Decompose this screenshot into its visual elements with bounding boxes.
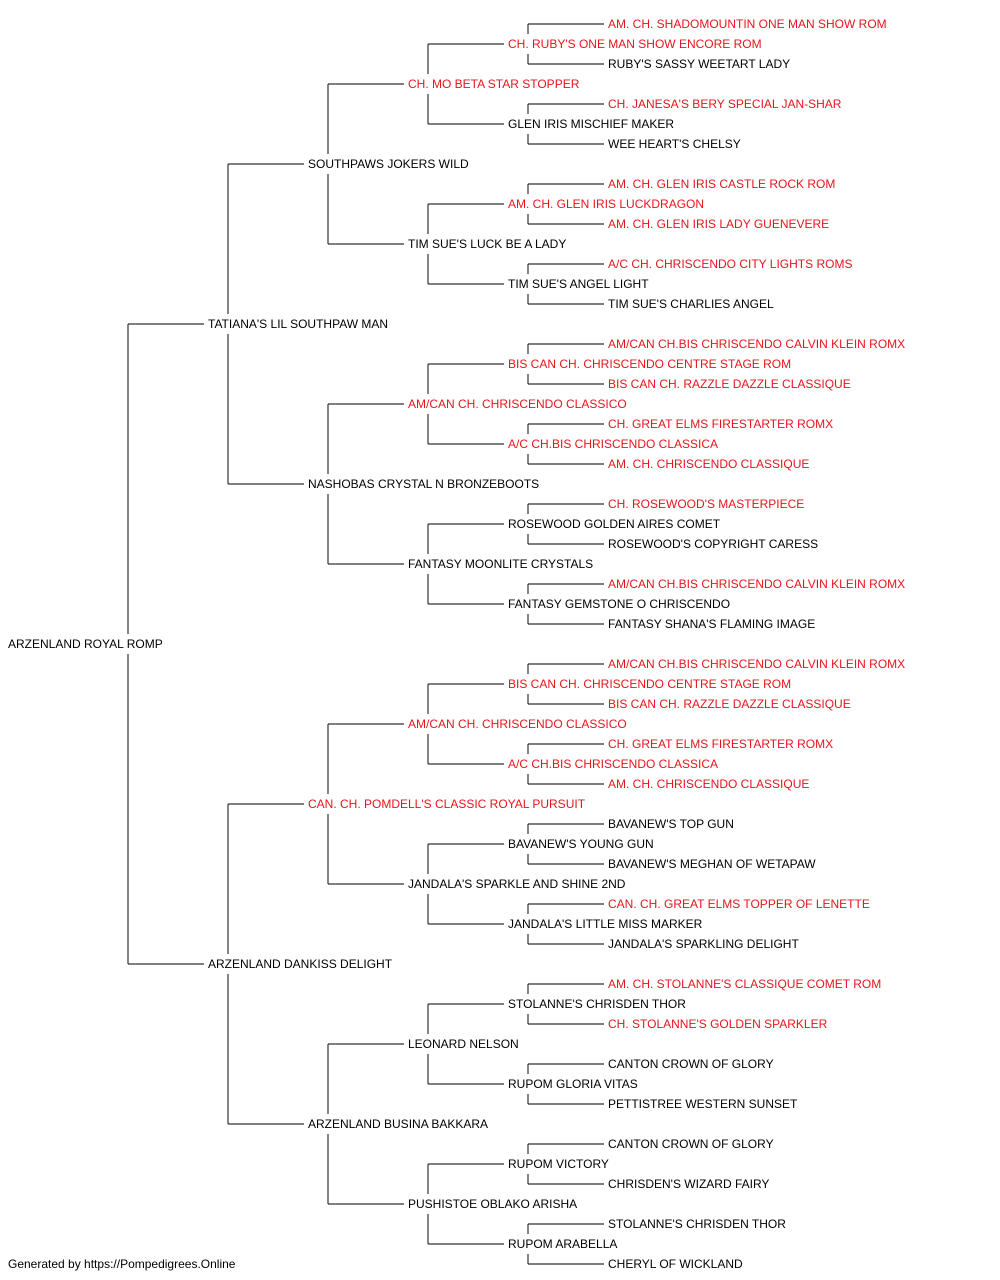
pedigree-entry-gen1: ARZENLAND DANKISS DELIGHT <box>208 957 393 971</box>
footer-credit: Generated by https://Pompedigrees.Online <box>8 1257 236 1271</box>
pedigree-entry-gen4: FANTASY GEMSTONE O CHRISCENDO <box>508 597 730 611</box>
pedigree-entry-gen3: AM/CAN CH. CHRISCENDO CLASSICO <box>408 397 627 411</box>
pedigree-entry-gen5: CH. GREAT ELMS FIRESTARTER ROMX <box>608 417 833 431</box>
pedigree-entry-gen5: AM. CH. SHADOMOUNTIN ONE MAN SHOW ROM <box>608 17 887 31</box>
pedigree-entry-gen5: JANDALA'S SPARKLING DELIGHT <box>608 937 799 951</box>
pedigree-entry-gen4: TIM SUE'S ANGEL LIGHT <box>508 277 649 291</box>
pedigree-entry-gen5: A/C CH. CHRISCENDO CITY LIGHTS ROMS <box>608 257 852 271</box>
pedigree-entry-gen5: CH. JANESA'S BERY SPECIAL JAN-SHAR <box>608 97 842 111</box>
pedigree-entry-gen5: AM. CH. GLEN IRIS LADY GUENEVERE <box>608 217 829 231</box>
pedigree-entry-gen5: RUBY'S SASSY WEETART LADY <box>608 57 790 71</box>
pedigree-entry-gen5: AM/CAN CH.BIS CHRISCENDO CALVIN KLEIN RO… <box>608 657 905 671</box>
pedigree-entry-gen5: WEE HEART'S CHELSY <box>608 137 741 151</box>
pedigree-entry-gen1: TATIANA'S LIL SOUTHPAW MAN <box>208 317 388 331</box>
pedigree-entry-gen5: FANTASY SHANA'S FLAMING IMAGE <box>608 617 815 631</box>
pedigree-entry-gen5: AM. CH. GLEN IRIS CASTLE ROCK ROM <box>608 177 835 191</box>
pedigree-entry-gen5: CANTON CROWN OF GLORY <box>608 1137 774 1151</box>
pedigree-entry-gen4: A/C CH.BIS CHRISCENDO CLASSICA <box>508 757 718 771</box>
pedigree-entry-gen0: ARZENLAND ROYAL ROMP <box>8 637 163 651</box>
pedigree-entry-gen2: NASHOBAS CRYSTAL N BRONZEBOOTS <box>308 477 539 491</box>
pedigree-entry-gen4: BIS CAN CH. CHRISCENDO CENTRE STAGE ROM <box>508 357 791 371</box>
pedigree-entry-gen5: CHERYL OF WICKLAND <box>608 1257 743 1271</box>
pedigree-entry-gen4: RUPOM GLORIA VITAS <box>508 1077 638 1091</box>
pedigree-entry-gen5: CH. STOLANNE'S GOLDEN SPARKLER <box>608 1017 828 1031</box>
pedigree-entry-gen4: RUPOM VICTORY <box>508 1157 609 1171</box>
pedigree-entry-gen5: AM/CAN CH.BIS CHRISCENDO CALVIN KLEIN RO… <box>608 337 905 351</box>
pedigree-entry-gen5: STOLANNE'S CHRISDEN THOR <box>608 1217 786 1231</box>
pedigree-entry-gen2: CAN. CH. POMDELL'S CLASSIC ROYAL PURSUIT <box>308 797 586 811</box>
pedigree-entry-gen5: CH. GREAT ELMS FIRESTARTER ROMX <box>608 737 833 751</box>
pedigree-entry-gen4: JANDALA'S LITTLE MISS MARKER <box>508 917 703 931</box>
pedigree-entry-gen5: BAVANEW'S MEGHAN OF WETAPAW <box>608 857 816 871</box>
pedigree-entry-gen4: CH. RUBY'S ONE MAN SHOW ENCORE ROM <box>508 37 762 51</box>
pedigree-entry-gen3: LEONARD NELSON <box>408 1037 519 1051</box>
pedigree-entry-gen5: CH. ROSEWOOD'S MASTERPIECE <box>608 497 804 511</box>
pedigree-entry-gen5: AM. CH. CHRISCENDO CLASSIQUE <box>608 777 809 791</box>
pedigree-entry-gen4: A/C CH.BIS CHRISCENDO CLASSICA <box>508 437 718 451</box>
pedigree-entry-gen5: BIS CAN CH. RAZZLE DAZZLE CLASSIQUE <box>608 697 851 711</box>
pedigree-entry-gen5: CHRISDEN'S WIZARD FAIRY <box>608 1177 769 1191</box>
pedigree-entry-gen4: GLEN IRIS MISCHIEF MAKER <box>508 117 674 131</box>
pedigree-entry-gen3: PUSHISTOE OBLAKO ARISHA <box>408 1197 577 1211</box>
pedigree-entry-gen5: ROSEWOOD'S COPYRIGHT CARESS <box>608 537 818 551</box>
pedigree-entry-gen5: CAN. CH. GREAT ELMS TOPPER OF LENETTE <box>608 897 870 911</box>
pedigree-entry-gen5: PETTISTREE WESTERN SUNSET <box>608 1097 798 1111</box>
pedigree-entry-gen5: BAVANEW'S TOP GUN <box>608 817 734 831</box>
pedigree-entry-gen5: TIM SUE'S CHARLIES ANGEL <box>608 297 774 311</box>
pedigree-entry-gen4: STOLANNE'S CHRISDEN THOR <box>508 997 686 1011</box>
pedigree-entry-gen2: ARZENLAND BUSINA BAKKARA <box>308 1117 488 1131</box>
pedigree-entry-gen5: BIS CAN CH. RAZZLE DAZZLE CLASSIQUE <box>608 377 851 391</box>
pedigree-entry-gen5: CANTON CROWN OF GLORY <box>608 1057 774 1071</box>
pedigree-entry-gen5: AM. CH. CHRISCENDO CLASSIQUE <box>608 457 809 471</box>
pedigree-entry-gen3: CH. MO BETA STAR STOPPER <box>408 77 580 91</box>
pedigree-entry-gen4: AM. CH. GLEN IRIS LUCKDRAGON <box>508 197 704 211</box>
pedigree-entry-gen2: SOUTHPAWS JOKERS WILD <box>308 157 469 171</box>
pedigree-entry-gen4: ROSEWOOD GOLDEN AIRES COMET <box>508 517 721 531</box>
pedigree-entry-gen4: RUPOM ARABELLA <box>508 1237 617 1251</box>
pedigree-entry-gen3: TIM SUE'S LUCK BE A LADY <box>408 237 566 251</box>
pedigree-entry-gen3: FANTASY MOONLITE CRYSTALS <box>408 557 593 571</box>
pedigree-entry-gen5: AM/CAN CH.BIS CHRISCENDO CALVIN KLEIN RO… <box>608 577 905 591</box>
pedigree-entry-gen5: AM. CH. STOLANNE'S CLASSIQUE COMET ROM <box>608 977 881 991</box>
pedigree-entry-gen3: JANDALA'S SPARKLE AND SHINE 2ND <box>408 877 626 891</box>
pedigree-entry-gen4: BIS CAN CH. CHRISCENDO CENTRE STAGE ROM <box>508 677 791 691</box>
pedigree-entry-gen4: BAVANEW'S YOUNG GUN <box>508 837 654 851</box>
pedigree-entry-gen3: AM/CAN CH. CHRISCENDO CLASSICO <box>408 717 627 731</box>
